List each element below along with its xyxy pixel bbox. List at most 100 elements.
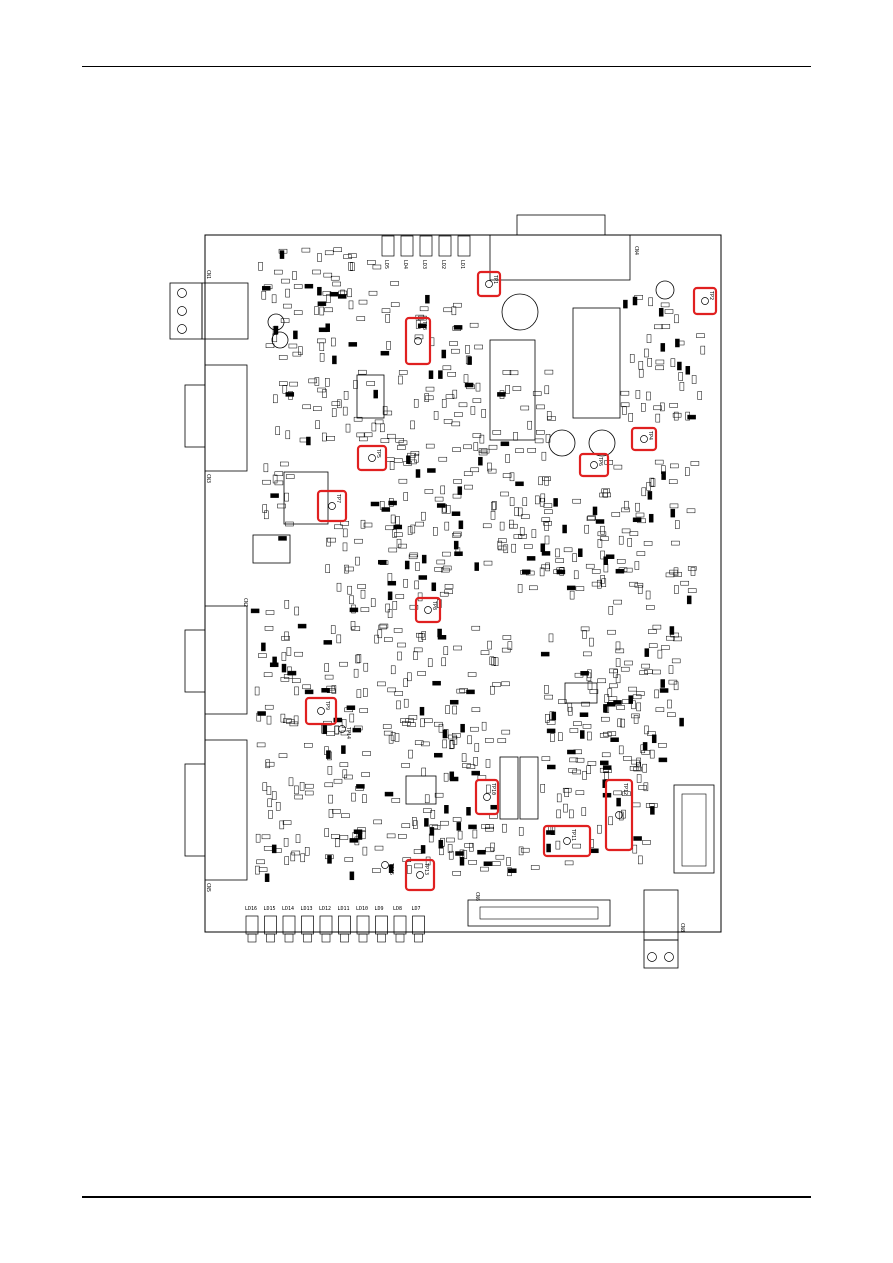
- smd-component: [452, 733, 461, 738]
- smd-component: [394, 733, 400, 742]
- smd-component: [274, 480, 284, 486]
- smd-component: [294, 785, 299, 795]
- smd-component: [478, 450, 488, 456]
- smd-component: [391, 798, 401, 803]
- led-label: LD13: [301, 906, 313, 912]
- led-body: [245, 915, 259, 935]
- smd-component: [458, 402, 468, 408]
- smd-component: [573, 570, 579, 580]
- smd-component: [647, 358, 652, 367]
- smd-component: [385, 314, 390, 323]
- smd-component: [445, 505, 451, 514]
- component-pattern: [250, 247, 706, 882]
- smd-component: [459, 849, 465, 859]
- smd-component: [544, 476, 549, 486]
- smd-component: [268, 810, 273, 819]
- smd-component: [377, 681, 386, 687]
- smd-component: [480, 650, 490, 655]
- smd-component: [385, 603, 390, 613]
- top-led-label: LD1: [459, 260, 465, 269]
- smd-component: [623, 567, 633, 573]
- smd-component: [339, 661, 348, 667]
- smd-component: [659, 688, 669, 693]
- capacitor-c3: [588, 429, 616, 457]
- smd-component: [621, 507, 630, 513]
- smd-component: [390, 665, 396, 675]
- smd-component: [655, 707, 665, 712]
- smd-component: [285, 521, 294, 527]
- test-point-highlight: [404, 316, 432, 366]
- smd-component: [443, 419, 453, 424]
- smd-component: [597, 579, 602, 589]
- smd-component: [433, 411, 439, 420]
- smd-component: [413, 820, 418, 829]
- smd-component: [424, 794, 430, 804]
- smd-component: [360, 607, 370, 612]
- smd-component: [615, 658, 621, 667]
- smd-component: [604, 694, 609, 703]
- smd-component: [292, 271, 297, 280]
- smd-component: [462, 850, 468, 859]
- smd-component: [602, 492, 611, 498]
- smd-component: [449, 699, 459, 705]
- smd-component: [386, 833, 396, 839]
- smd-component: [444, 521, 450, 531]
- smd-component: [603, 556, 608, 565]
- smd-component: [336, 634, 342, 644]
- smd-component: [427, 658, 433, 667]
- smd-component: [363, 662, 369, 672]
- smd-component: [283, 674, 293, 679]
- led-body: [301, 915, 314, 935]
- cn8-terminal: [643, 939, 679, 969]
- smd-component: [674, 585, 679, 594]
- smd-component: [541, 551, 551, 556]
- smd-component: [538, 476, 543, 486]
- smd-component: [395, 438, 404, 443]
- smd-component: [574, 672, 584, 678]
- smd-component: [486, 784, 491, 794]
- smd-component: [567, 703, 573, 712]
- smd-component: [297, 623, 307, 629]
- smd-component: [362, 794, 367, 803]
- smd-component: [403, 492, 408, 501]
- smd-component: [305, 783, 314, 789]
- screw-2: [177, 306, 187, 316]
- smd-component: [387, 580, 397, 586]
- smd-component: [452, 871, 461, 876]
- smd-component: [505, 454, 510, 463]
- smd-component: [536, 430, 545, 435]
- smd-component: [356, 316, 366, 321]
- smd-component: [520, 847, 530, 853]
- smd-component: [326, 436, 335, 441]
- smd-component: [675, 520, 680, 529]
- smd-component: [471, 770, 480, 776]
- smd-component: [358, 299, 368, 305]
- smd-component: [275, 426, 280, 435]
- smd-component: [419, 706, 425, 716]
- smd-component: [472, 433, 482, 438]
- smd-component: [542, 476, 551, 481]
- smd-component: [580, 730, 585, 739]
- smd-component: [452, 447, 461, 452]
- smd-component: [436, 503, 446, 508]
- smd-component: [326, 685, 336, 691]
- smd-component: [324, 782, 334, 788]
- smd-component: [413, 647, 423, 653]
- smd-component: [425, 294, 430, 304]
- smd-component: [509, 370, 519, 376]
- smd-component: [442, 729, 448, 739]
- test-point-label: TP15: [388, 863, 394, 875]
- smd-component: [337, 399, 342, 409]
- smd-component: [573, 721, 582, 726]
- led-lens: [414, 933, 423, 943]
- smd-component: [359, 436, 368, 442]
- smd-component: [337, 294, 347, 299]
- smd-component: [407, 526, 413, 535]
- smd-component: [285, 430, 291, 440]
- smd-component: [293, 310, 303, 315]
- cn1-body: [201, 282, 249, 340]
- led-lens: [284, 933, 294, 943]
- smd-component: [281, 636, 290, 641]
- smd-component: [615, 568, 625, 574]
